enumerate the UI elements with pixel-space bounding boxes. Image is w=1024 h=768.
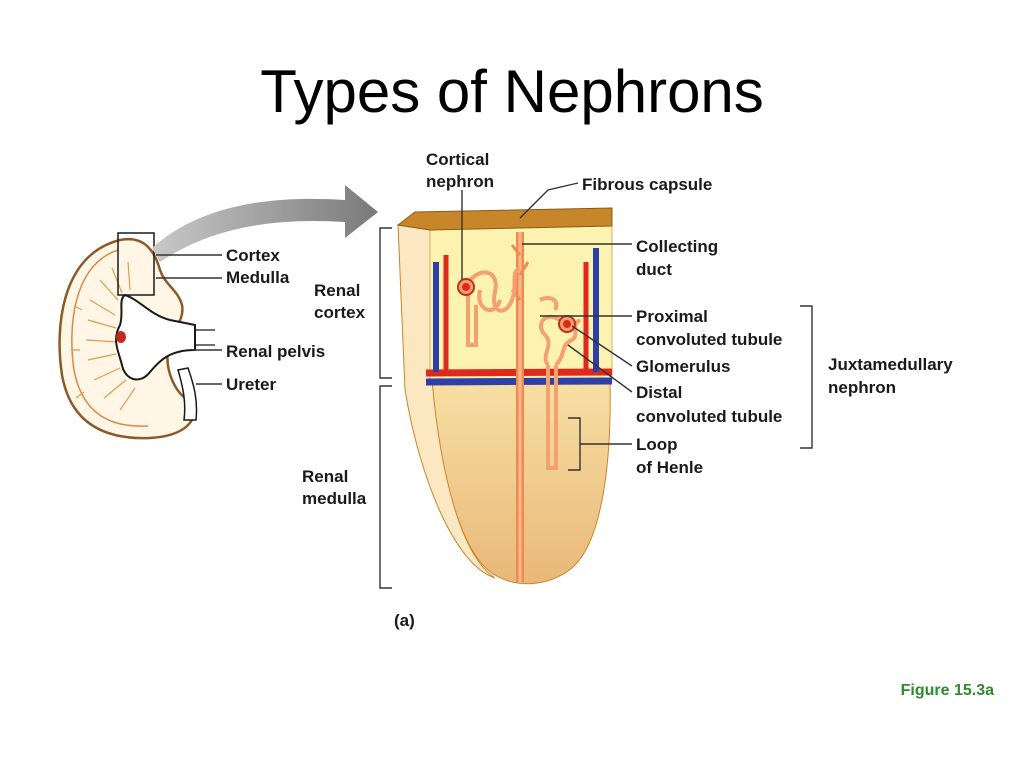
zoom-box [117,232,155,296]
medullary-pyramids [71,261,136,411]
brackets [379,227,813,589]
label-renal-cortex-line1: Renal [314,281,360,300]
label-glomerulus: Glomerulus [636,357,730,376]
label-loop-line1: Loop [636,435,678,454]
label-collecting-duct-line1: Collecting [636,237,718,256]
label-ureter: Ureter [226,375,276,394]
label-renal-pelvis: Renal pelvis [226,342,325,361]
label-proximal-line2: convoluted tubule [636,330,782,349]
label-cortical-nephron-line1: Cortical [426,150,489,169]
kidney-illustration [58,232,215,440]
renal-pelvis-shape [115,293,196,381]
label-renal-medulla-line1: Renal [302,467,348,486]
label-juxtamedullary-line1: Juxtamedullary [828,355,953,374]
panel-label: (a) [394,611,415,630]
label-distal-line1: Distal [636,383,682,402]
label-fibrous-capsule: Fibrous capsule [582,175,712,194]
label-loop-line2: of Henle [636,458,703,477]
leader-lines [156,182,633,445]
label-distal-line2: convoluted tubule [636,407,782,426]
fibrous-capsule-band [396,207,613,231]
cortical-nephron [464,266,522,347]
label-renal-cortex-line2: cortex [314,303,366,322]
slide-title: Types of Nephrons [260,58,764,125]
label-collecting-duct-line2: duct [636,260,672,279]
ureter-tube [177,367,198,421]
tissue-block [396,207,613,585]
juxtamedullary-nephron [539,296,582,470]
label-medulla: Medulla [226,268,290,287]
label-juxtamedullary-line2: nephron [828,378,896,397]
label-proximal-line1: Proximal [636,307,708,326]
figure-reference: Figure 15.3a [900,682,994,699]
label-cortical-nephron-line2: nephron [426,172,494,191]
zoom-arrow [152,185,378,262]
label-cortex: Cortex [226,246,280,265]
block-side-face [397,224,496,579]
label-renal-medulla-line2: medulla [302,489,367,508]
renal-vessel-red [116,331,126,343]
